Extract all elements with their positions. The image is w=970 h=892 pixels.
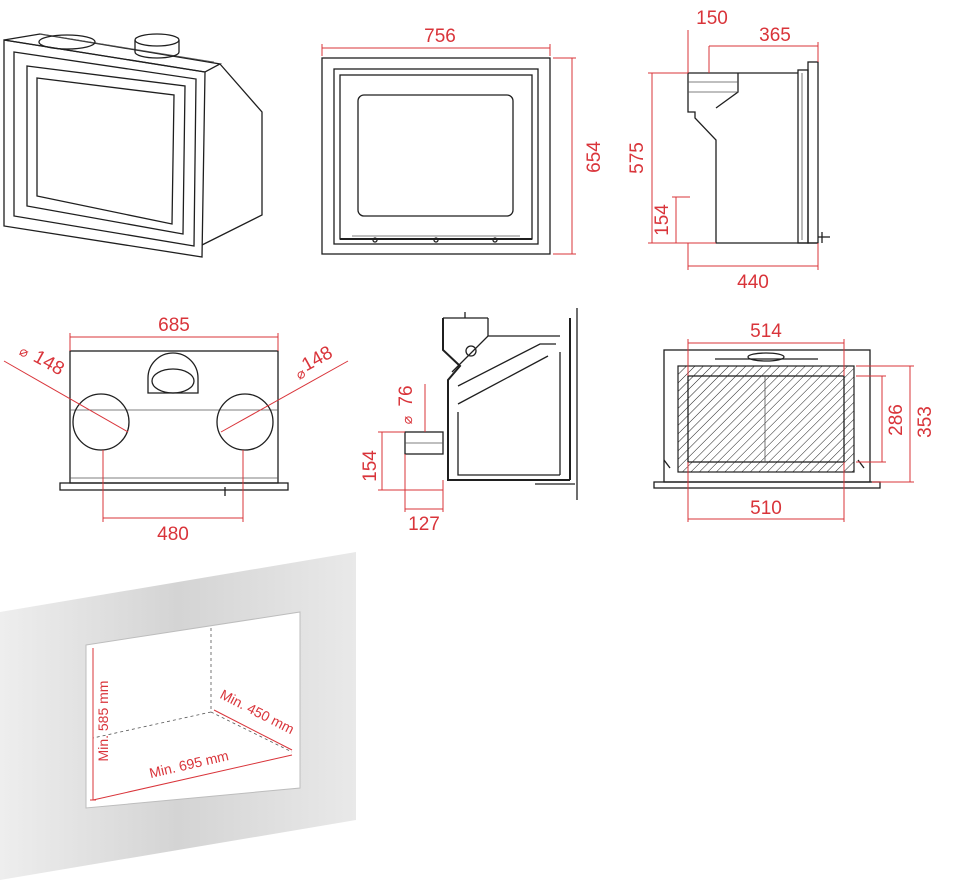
dim-rear-top-width: 514: [750, 321, 782, 342]
front-view: 756 654: [321, 26, 605, 255]
dim-side-bottom-inlet: 154: [652, 204, 673, 236]
dim-side-depth-bottom: 440: [737, 272, 769, 293]
dim-rear-bottom-width: 510: [750, 498, 782, 519]
dim-top-width: 685: [158, 315, 190, 336]
dim-side-top-outlet: 150: [696, 8, 728, 29]
dim-section-diameter: 76: [396, 385, 417, 406]
svg-text:⌀: ⌀: [17, 343, 32, 361]
section-view: 76 ⌀ 154 127: [360, 308, 578, 535]
dim-front-height: 654: [584, 141, 605, 173]
dim-top-spacing: 480: [157, 524, 189, 545]
rear-view: 514 286 353 510: [653, 321, 936, 522]
side-view: 150 365 575 154 440: [627, 8, 830, 293]
dim-front-width: 756: [424, 26, 456, 47]
niche-opening: [85, 611, 301, 809]
dim-top-diameter-left: 148: [30, 346, 68, 380]
dim-side-height: 575: [627, 142, 648, 174]
dim-rear-inner-height: 286: [886, 404, 907, 436]
dim-niche-height: Min. 585 mm: [95, 681, 111, 762]
perspective-view: [3, 33, 263, 258]
dim-side-depth-top: 365: [759, 25, 791, 46]
svg-text:⌀: ⌀: [399, 416, 415, 424]
top-view: 685 148 148 480 ⌀ ⌀: [3, 315, 349, 545]
dim-rear-outer-height: 353: [915, 406, 936, 438]
dim-section-offset: 127: [408, 514, 440, 535]
dim-section-height: 154: [360, 450, 381, 482]
wall-niche: Min. 585 mm Min. 695 mm Min. 450 mm: [0, 552, 356, 880]
